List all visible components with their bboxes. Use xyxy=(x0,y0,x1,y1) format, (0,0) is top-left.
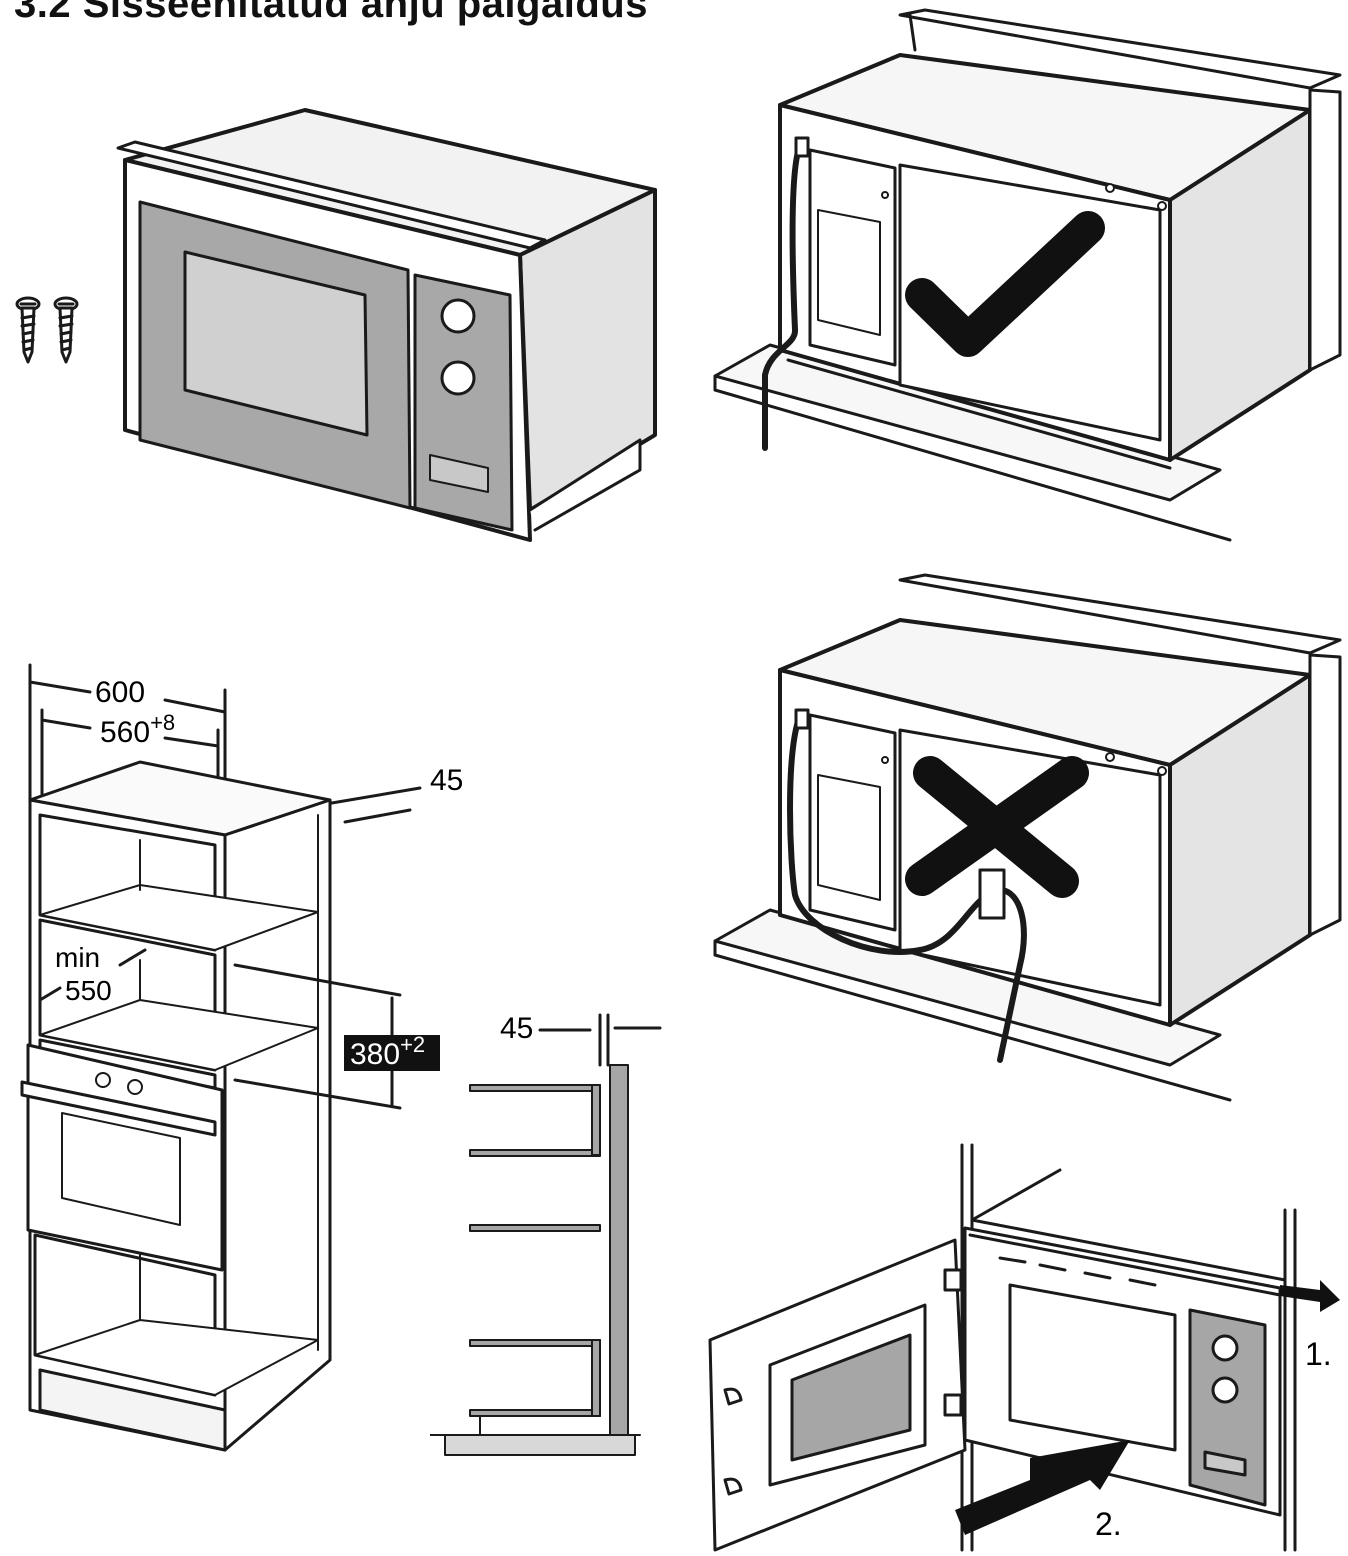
dim-min-value: 550 xyxy=(65,975,112,1006)
dim-min-label: min xyxy=(55,942,100,973)
cabinet-side-section-drawing: 45 xyxy=(430,1012,662,1456)
niche-height-label-bg xyxy=(344,1035,440,1071)
dim-niche-height: 380+2 xyxy=(350,1032,425,1071)
dim-inner-width: 560+8 xyxy=(100,710,175,749)
dim-depth-top: 45 xyxy=(430,764,463,797)
screw-icon xyxy=(15,296,79,364)
step-2-label: 2. xyxy=(1095,1506,1122,1542)
insert-microwave-illustration: 1. 2. xyxy=(708,1143,1340,1552)
page-title: 3.2 Sisseehitatud ahju paigaldus xyxy=(14,0,648,26)
microwave-with-screws-illustration xyxy=(15,108,657,542)
step-1-label: 1. xyxy=(1305,1336,1332,1372)
cross-icon xyxy=(905,756,1089,898)
arrow-icon xyxy=(955,1280,1340,1535)
cabinet-dimension-drawing: 600 560+8 45 xyxy=(20,663,463,1452)
correct-cable-routing-illustration xyxy=(713,8,1342,542)
checkmark-icon xyxy=(905,211,1105,357)
incorrect-cable-routing-illustration xyxy=(713,573,1342,1102)
dim-outer-width: 600 xyxy=(95,676,145,709)
dim-side-offset: 45 xyxy=(500,1012,533,1045)
